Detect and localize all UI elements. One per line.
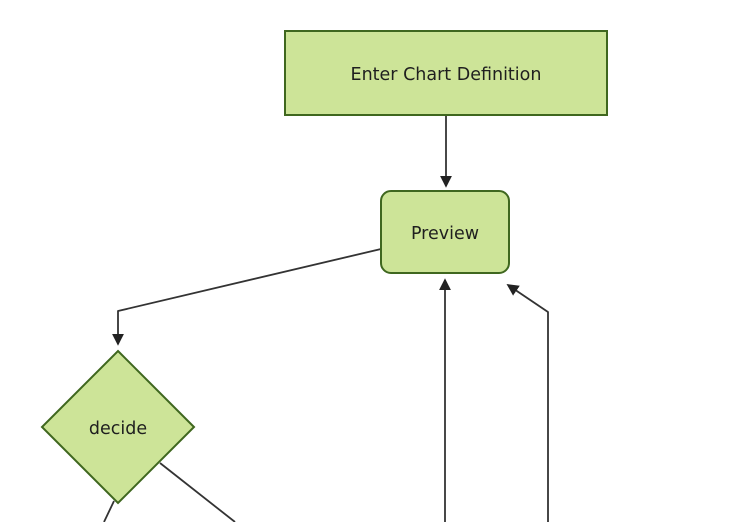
edge-preview-to-decide bbox=[112, 248, 382, 346]
node-preview: Preview bbox=[380, 190, 510, 274]
node-label: decide bbox=[89, 419, 147, 439]
edge-decide-to-offscreen-left bbox=[103, 500, 115, 522]
rounded-rectangle-shape bbox=[380, 190, 510, 274]
edge-decide-to-offscreen-right bbox=[159, 462, 236, 522]
diamond-shape bbox=[40, 349, 196, 505]
node-decide: decide bbox=[40, 349, 196, 505]
node-label: Enter Chart Definition bbox=[351, 65, 542, 85]
node-label: Preview bbox=[411, 224, 479, 244]
node-enter-chart-definition: Enter Chart Definition bbox=[284, 30, 608, 116]
rectangle-shape bbox=[284, 30, 608, 116]
edge-return-to-preview-corner bbox=[506, 283, 549, 522]
